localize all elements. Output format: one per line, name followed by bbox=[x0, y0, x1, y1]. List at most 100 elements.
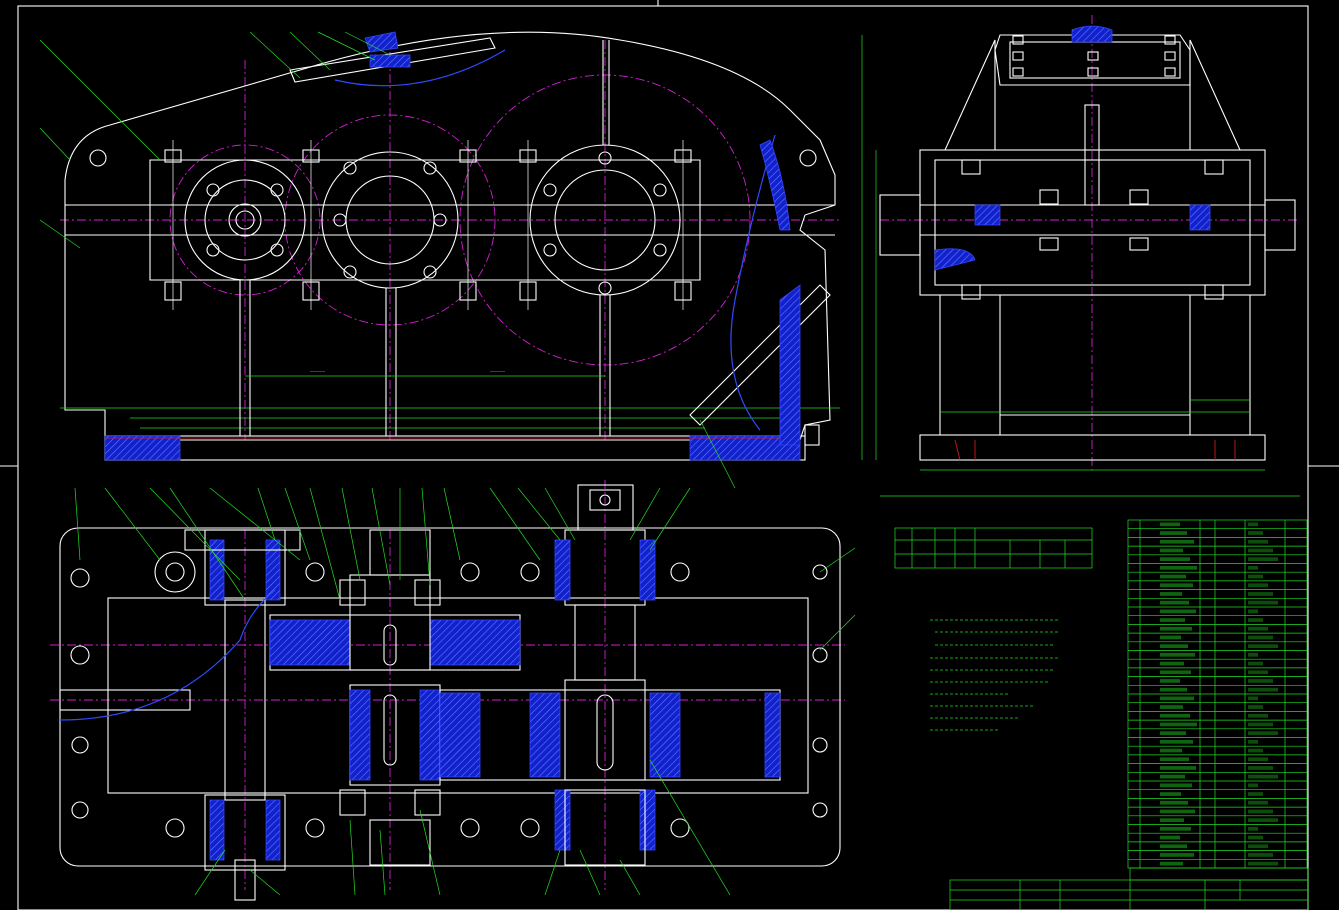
svg-text:─────: ───── bbox=[489, 369, 506, 375]
leader-lines bbox=[39, 31, 856, 896]
parts-list bbox=[1127, 519, 1308, 869]
parts-list-entry bbox=[1160, 705, 1183, 709]
output-gear bbox=[439, 484, 781, 866]
inspection-cover bbox=[289, 31, 506, 87]
parts-list-entry bbox=[1160, 522, 1180, 527]
parts-list-entry bbox=[1160, 661, 1184, 666]
parts-list-entry bbox=[1248, 653, 1258, 657]
parts-list-entry bbox=[1248, 800, 1268, 805]
oil-dipstick bbox=[689, 284, 831, 446]
parts-list-entry bbox=[1160, 626, 1192, 631]
parts-list-entry bbox=[1160, 800, 1188, 805]
input-shaft bbox=[59, 529, 301, 901]
parts-list-entry bbox=[1248, 539, 1268, 544]
parts-list-entry bbox=[1248, 766, 1273, 770]
parts-list-entry bbox=[1248, 861, 1278, 866]
parts-list-entry bbox=[1160, 687, 1187, 692]
parts-list-entry bbox=[1248, 566, 1258, 570]
parts-list-entry bbox=[1248, 757, 1268, 762]
parts-list-entry bbox=[1248, 827, 1258, 831]
perimeter-bolts bbox=[70, 551, 828, 838]
parts-list-entry bbox=[1160, 618, 1185, 622]
parts-list-entry bbox=[1160, 696, 1194, 701]
bearing-housing-output bbox=[529, 144, 681, 296]
parts-list-entry bbox=[1160, 592, 1182, 596]
parts-list-entry bbox=[1160, 557, 1190, 561]
parts-list-entry bbox=[1248, 670, 1268, 675]
parts-list-entry bbox=[1248, 705, 1263, 709]
parts-list-entry bbox=[1160, 644, 1188, 648]
parts-list-entry bbox=[1248, 774, 1278, 779]
parts-list-entry bbox=[1248, 635, 1273, 640]
parts-list-entry bbox=[1160, 818, 1184, 822]
parts-list-entry bbox=[1160, 757, 1189, 762]
title-block bbox=[949, 867, 1309, 910]
parts-list-entry bbox=[1248, 835, 1263, 840]
parts-list-entry bbox=[1160, 548, 1183, 553]
parts-list-entry bbox=[1160, 600, 1189, 605]
parts-list-entry bbox=[1248, 583, 1268, 588]
parts-list-entry bbox=[1160, 809, 1195, 814]
parts-list-entry bbox=[1248, 644, 1278, 648]
parts-list-entry bbox=[1248, 687, 1278, 692]
parts-list-entry bbox=[1160, 722, 1197, 727]
parts-list-entry bbox=[1248, 600, 1278, 605]
parts-list-entry bbox=[1160, 766, 1196, 770]
parts-list-entry bbox=[1248, 740, 1258, 744]
parts-list-entry bbox=[1160, 713, 1190, 718]
parts-list-entry bbox=[1248, 522, 1258, 527]
parts-list-entry bbox=[1160, 783, 1192, 788]
parts-list-entry bbox=[1160, 835, 1180, 840]
parts-list-entry bbox=[1248, 592, 1273, 596]
parts-list-entry bbox=[1160, 740, 1193, 744]
parts-list-entry bbox=[1248, 618, 1263, 622]
parts-list-entry bbox=[1248, 531, 1263, 535]
parts-list-entry bbox=[1248, 609, 1258, 614]
technical-notes bbox=[930, 619, 1060, 731]
pitch-circle-2 bbox=[459, 74, 751, 366]
parts-list-entry bbox=[1160, 792, 1181, 796]
parts-list-entry bbox=[1160, 853, 1194, 857]
parts-list-entry bbox=[1248, 679, 1273, 683]
parts-list-entry bbox=[1160, 827, 1191, 831]
parts-list-entry bbox=[1160, 731, 1186, 735]
parts-list-entry bbox=[1160, 566, 1197, 570]
parts-list-entry bbox=[1160, 774, 1185, 779]
parts-list-entry bbox=[1248, 722, 1273, 727]
parts-list-entry bbox=[1248, 731, 1278, 735]
parts-list-entry bbox=[1160, 583, 1193, 588]
parts-list-entry bbox=[1248, 626, 1268, 631]
parts-list-entry bbox=[1248, 661, 1263, 666]
parts-list-entry bbox=[1160, 861, 1183, 866]
housing-bolts bbox=[89, 149, 817, 295]
parts-list-entry bbox=[1248, 809, 1273, 814]
parts-list-entry bbox=[1248, 696, 1258, 701]
parts-list-entry bbox=[1248, 748, 1263, 753]
parts-list-entry bbox=[1248, 557, 1278, 561]
parts-list-entry bbox=[1248, 574, 1263, 579]
parts-list-entry bbox=[1160, 653, 1195, 657]
parts-list-entry bbox=[1160, 609, 1196, 614]
intermediate-gears bbox=[269, 529, 521, 866]
parts-list-entry bbox=[1248, 853, 1273, 857]
parts-list-entry bbox=[1160, 531, 1187, 535]
top-section bbox=[39, 31, 856, 901]
parts-list-entry bbox=[1160, 679, 1180, 683]
gear-params-table bbox=[894, 527, 1093, 569]
parts-list-entry bbox=[1160, 844, 1187, 849]
pitch-circle-0 bbox=[169, 144, 321, 296]
parts-list-entry bbox=[1160, 539, 1194, 544]
parts-list-entry bbox=[1160, 748, 1182, 753]
parts-list-entry bbox=[1160, 635, 1181, 640]
dim-text: ───── bbox=[309, 369, 326, 375]
parts-list-entry bbox=[1248, 713, 1268, 718]
bearing-housing-input bbox=[184, 159, 306, 281]
parts-list-entry bbox=[1248, 548, 1273, 553]
parts-list-entry bbox=[1248, 792, 1263, 796]
parts-list-entry bbox=[1248, 844, 1268, 849]
parts-list-entry bbox=[1160, 574, 1186, 579]
parts-list-entry bbox=[1248, 783, 1258, 788]
side-elevation bbox=[861, 15, 1300, 497]
